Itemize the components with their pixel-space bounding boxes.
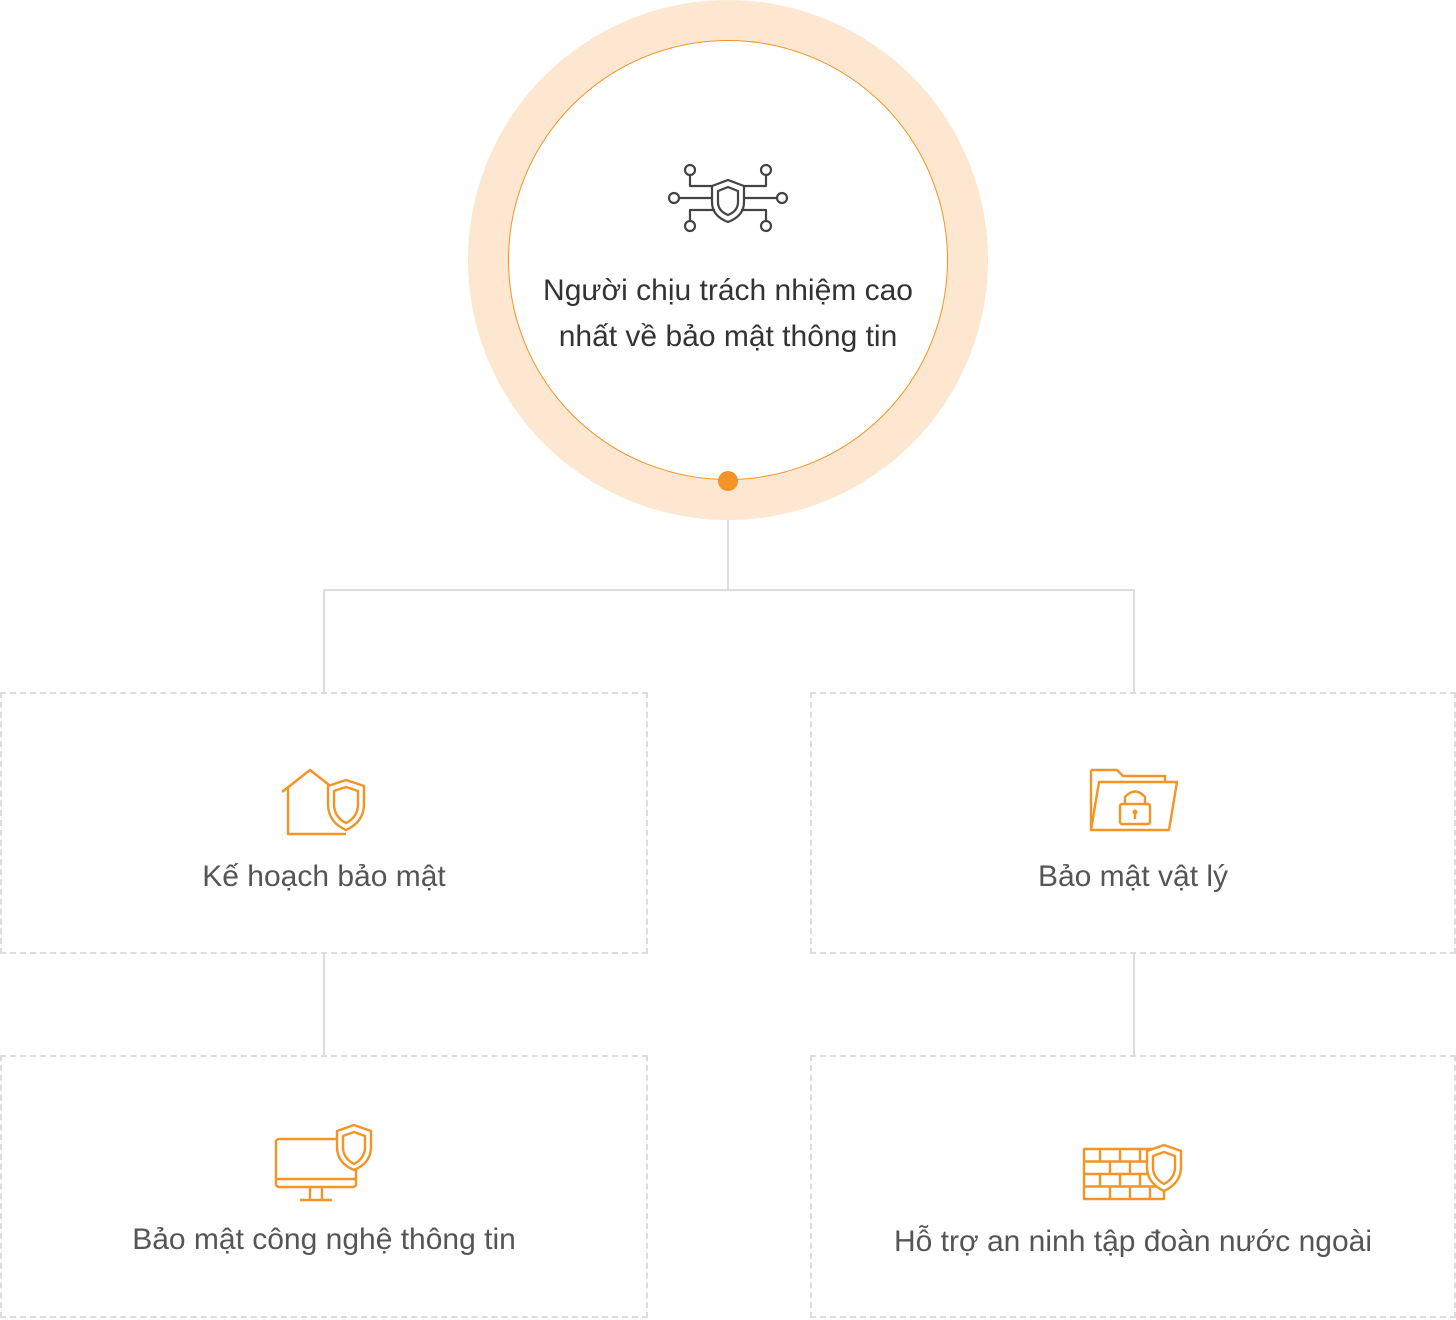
connector-root-stem <box>727 490 729 590</box>
house-shield-icon <box>281 768 366 836</box>
folder-lock-icon <box>1089 768 1179 832</box>
shield-network-icon <box>667 163 789 233</box>
node-security-plan-label: Kế hoạch bảo mật <box>202 860 446 893</box>
root-node <box>508 40 948 480</box>
root-anchor-dot <box>718 471 738 491</box>
node-physical-security-label: Bảo mật vật lý <box>1037 860 1229 893</box>
monitor-shield-icon <box>274 1123 373 1202</box>
root-title: Người chịu trách nhiệm cao nhất về bảo m… <box>518 268 938 360</box>
node-foreign-group-support: Hỗ trợ an ninh tập đoàn nước ngoài <box>810 1055 1456 1318</box>
root-title-line1: Người chịu trách nhiệm cao <box>543 274 913 307</box>
node-foreign-group-support-label: Hỗ trợ an ninh tập đoàn nước ngoài <box>893 1225 1373 1258</box>
connector-left-lower <box>323 953 325 1056</box>
connector-right-lower <box>1133 953 1135 1056</box>
node-security-plan: Kế hoạch bảo mật <box>0 692 648 954</box>
connector-left-down <box>323 589 325 692</box>
root-title-line2: nhất về bảo mật thông tin <box>558 320 898 353</box>
connector-right-down <box>1133 589 1135 692</box>
node-physical-security: Bảo mật vật lý <box>810 692 1456 954</box>
node-it-security: Bảo mật công nghệ thông tin <box>0 1055 648 1318</box>
node-it-security-label: Bảo mật công nghệ thông tin <box>132 1223 516 1256</box>
firewall-shield-icon <box>1082 1143 1183 1201</box>
connector-horizontal <box>323 589 1135 591</box>
